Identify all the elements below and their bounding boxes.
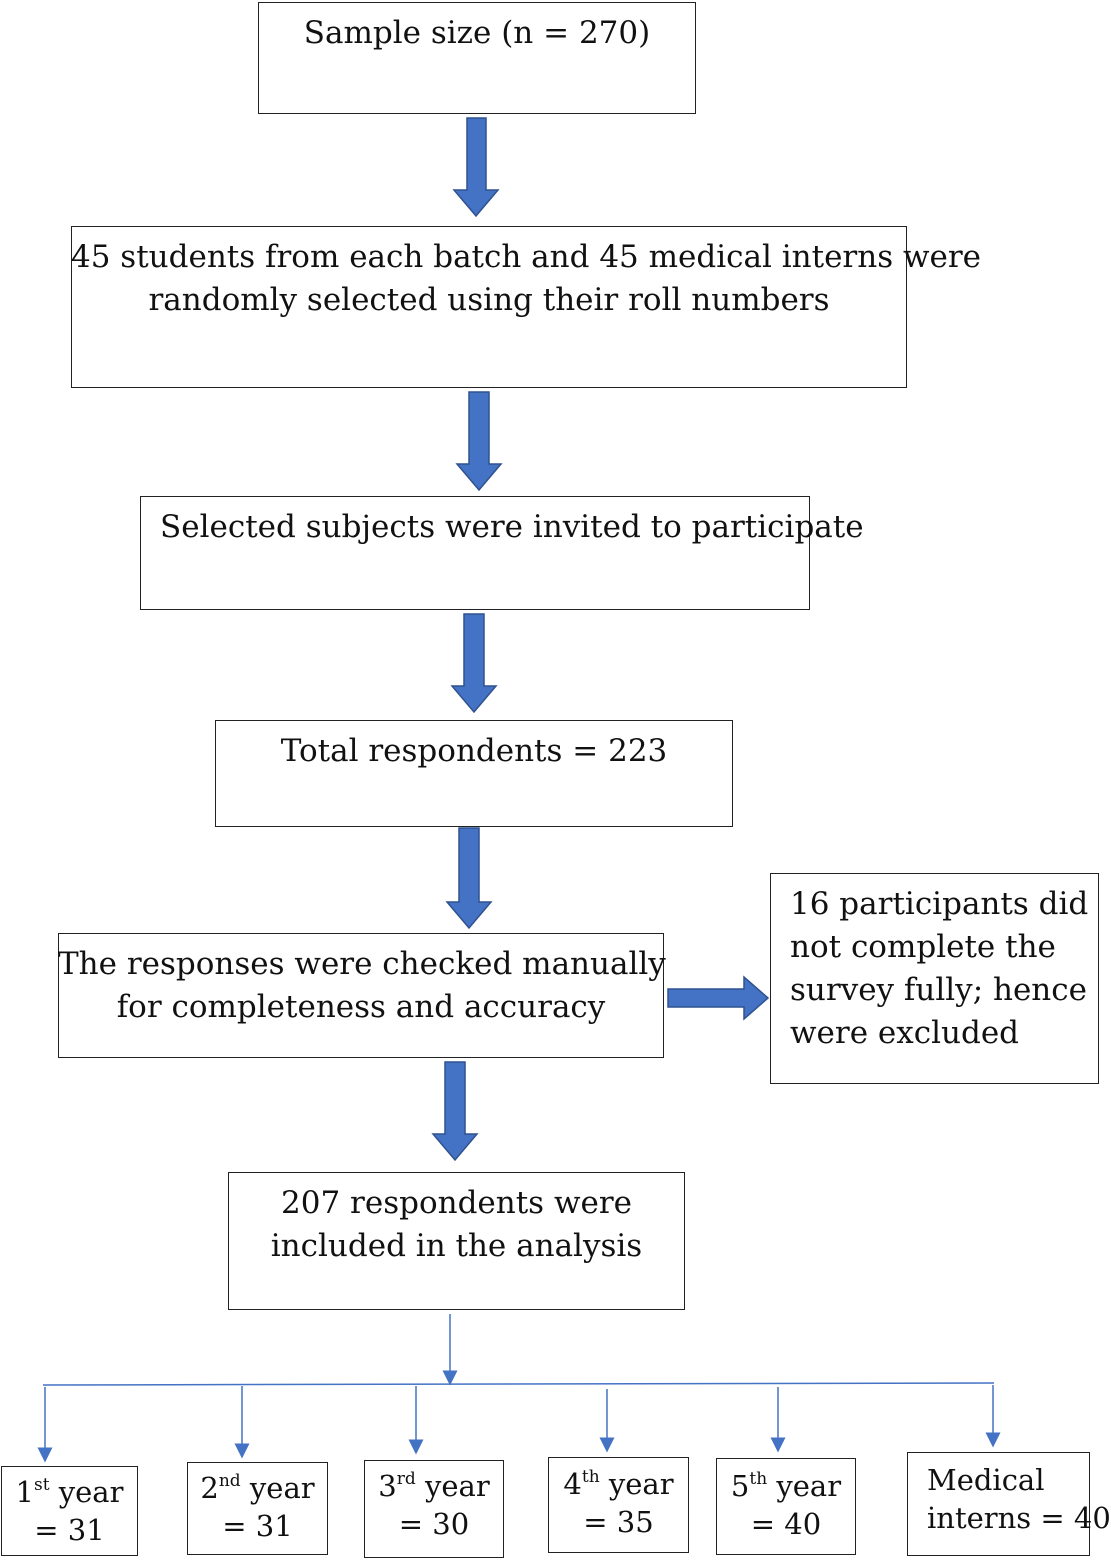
down-arrow-1 xyxy=(452,117,500,218)
included-text-line1: 207 respondents were xyxy=(281,1185,632,1221)
group-box-2nd-year xyxy=(187,1462,328,1555)
group-label-5th-year: 5th year xyxy=(730,1469,842,1503)
excluded-text-line1: 16 participants did xyxy=(790,886,1089,922)
group-label-1st-year: 1st year xyxy=(15,1475,124,1509)
checked-box xyxy=(58,933,664,1058)
invited-box xyxy=(140,496,810,610)
invited-text: Selected subjects were invited to partic… xyxy=(160,509,864,545)
selection-box xyxy=(71,226,907,388)
group-count-2nd-year: = 31 xyxy=(222,1509,293,1543)
group-box-4th-year xyxy=(548,1457,689,1553)
group-label-3rd-year: 3rd year xyxy=(378,1469,490,1503)
selection-text-line1: 45 students from each batch and 45 medic… xyxy=(71,239,982,275)
excluded-text-line4: were excluded xyxy=(790,1015,1020,1051)
excluded-text-line2: not complete the xyxy=(790,929,1056,965)
group-count-3rd-year: = 30 xyxy=(398,1507,470,1541)
group-box-medical-interns xyxy=(907,1452,1090,1556)
down-arrow-3 xyxy=(450,613,498,714)
included-box xyxy=(228,1172,685,1310)
group-box-5th-year xyxy=(716,1458,856,1555)
respondents-box xyxy=(215,720,733,827)
checked-text-line2: for completeness and accuracy xyxy=(116,989,606,1025)
right-arrow-excluded xyxy=(667,975,770,1021)
down-arrow-5 xyxy=(431,1061,479,1162)
interns-text-line1: Medical xyxy=(927,1463,1045,1497)
sample-size-text: Sample size (n = 270) xyxy=(303,15,651,51)
group-box-1st-year xyxy=(1,1466,138,1556)
group-label-4th-year: 4th year xyxy=(563,1467,674,1501)
group-box-3rd-year xyxy=(364,1460,504,1558)
excluded-text-line3: survey fully; hence xyxy=(790,972,1087,1008)
respondents-text: Total respondents = 223 xyxy=(280,733,668,769)
interns-text-line2: interns = 40 xyxy=(927,1501,1111,1535)
group-count-4th-year: = 35 xyxy=(583,1505,654,1539)
checked-text-line1: The responses were checked manually xyxy=(58,946,666,982)
selection-text-line2: randomly selected using their roll numbe… xyxy=(148,282,830,318)
group-count-5th-year: = 40 xyxy=(750,1507,822,1541)
excluded-box xyxy=(770,873,1099,1084)
down-arrow-2 xyxy=(455,391,503,492)
sample-size-box xyxy=(258,2,696,114)
down-arrow-4 xyxy=(445,827,493,930)
group-label-2nd-year: 2nd year xyxy=(200,1471,315,1505)
included-text-line2: included in the analysis xyxy=(270,1228,643,1264)
distribution-bar xyxy=(42,1382,995,1386)
group-count-1st-year: = 31 xyxy=(34,1513,105,1547)
